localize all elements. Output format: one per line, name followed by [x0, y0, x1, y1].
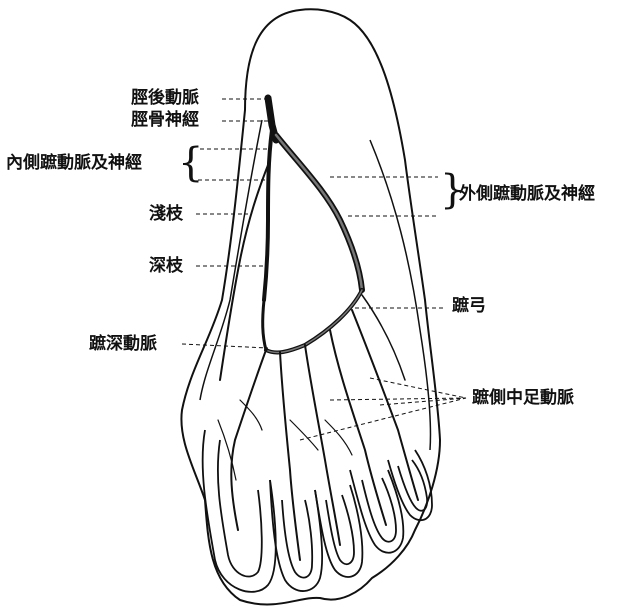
toe-1 [203, 430, 276, 592]
label-deep-branch: 深枝 [149, 258, 183, 275]
metatarsal-artery-3 [305, 345, 340, 545]
toe-branch-b [290, 420, 318, 450]
metatarsal-artery-4 [330, 330, 386, 525]
label-deep-plantar-artery: 蹠深動脈 [89, 336, 157, 353]
leader-lines [182, 99, 466, 440]
label-posterior-tibial-artery: 脛後動脈 [131, 90, 199, 107]
plantar-arch [266, 290, 362, 352]
metatarsal-artery-5 [352, 310, 418, 500]
toe-3-inner [326, 495, 354, 564]
plantar-arch-core [266, 290, 362, 352]
toe-1-inner [218, 440, 262, 577]
metatarsal-artery-1 [231, 350, 266, 530]
deep-plantar-artery [263, 300, 266, 350]
lateral-plantar-artery-core [276, 135, 362, 290]
label-superficial-branch: 淺枝 [149, 206, 183, 223]
toe-branch-c [325, 420, 352, 455]
label-medial-plantar: 內側蹠動脈及神經 [6, 155, 142, 172]
lateral-plantar-trunk [276, 135, 362, 290]
metatarsal-artery-2 [280, 352, 300, 560]
toes [203, 430, 432, 592]
toe-4-inner [362, 478, 396, 542]
label-plantar-metatarsal-arteries: 蹠側中足動脈 [472, 390, 574, 407]
label-plantar-arch: 蹠弓 [452, 298, 486, 315]
label-lateral-plantar: 外側蹠動脈及神經 [459, 186, 595, 203]
label-tibial-nerve: 脛骨神經 [131, 112, 199, 129]
brace-medial: { [178, 143, 203, 183]
medial-plantar-trunk [264, 130, 272, 300]
